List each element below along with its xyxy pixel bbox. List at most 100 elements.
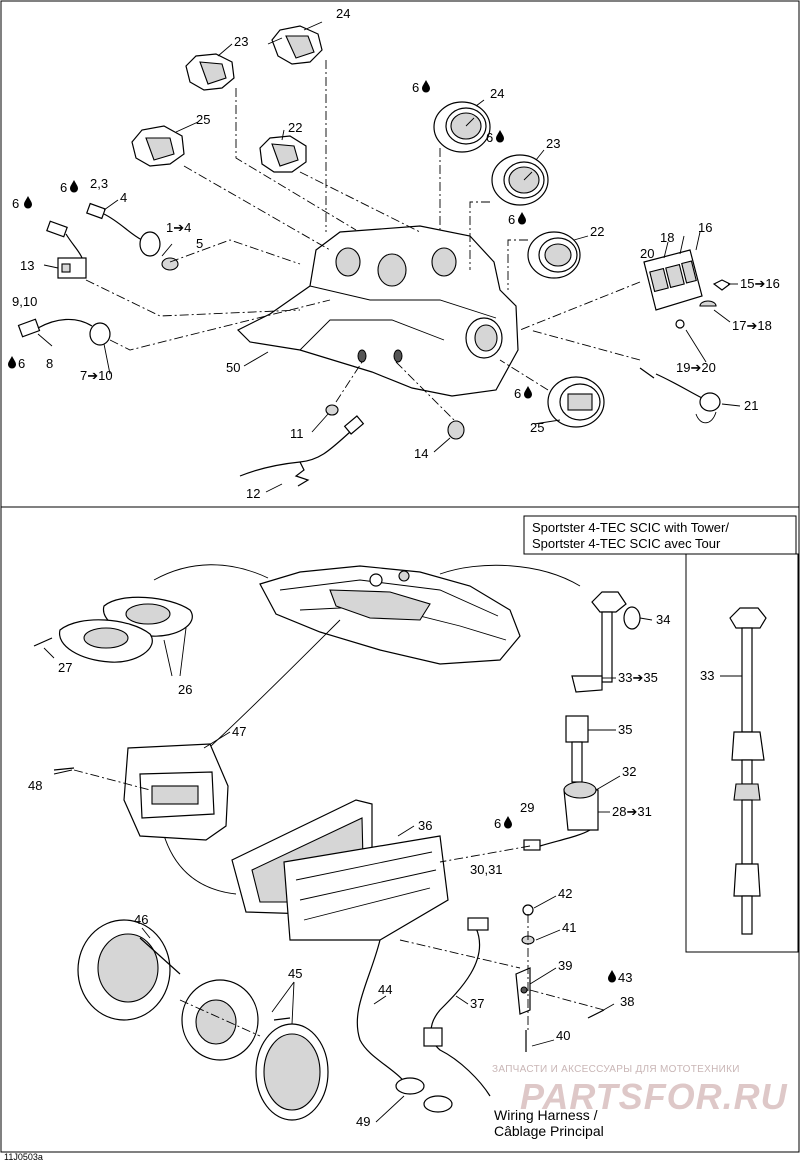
gauge-24 [433,101,491,153]
leader-44 [373,995,387,1005]
watermark-tagline: ЗАПЧАСТИ И АКСЕССУАРЫ ДЛЯ МОТОТЕХНИКИ [492,1064,740,1075]
callout-25: 25 [196,112,210,127]
leader-36 [397,825,415,837]
callout-9-10: 9,10 [12,294,37,309]
callout-17-18: 17➔18 [732,318,772,333]
light-socket [523,781,599,851]
oil-drop-icon [504,816,512,829]
callout-24: 24 [490,86,504,101]
gauge-25 [547,376,605,428]
callout-2-3: 2,3 [90,176,108,191]
callout-38: 38 [620,994,634,1009]
callout-30-31: 30,31 [470,862,503,877]
leader-32 [595,775,621,791]
callout-6: 6 [494,816,501,831]
callout-12: 12 [246,486,260,501]
stereo-36 [231,799,449,941]
leader-41 [535,929,561,941]
callout-50: 50 [226,360,240,375]
watercraft-hull [259,565,521,665]
speaker-45 [181,979,329,1121]
callout-48: 48 [28,778,42,793]
callout-21: 21 [744,398,758,413]
leader-48 [53,769,73,775]
callout-6: 6 [18,356,25,371]
callout-35: 35 [618,722,632,737]
screw-48 [53,767,75,771]
callout-45: 45 [288,966,302,981]
harness-44 [356,939,411,1091]
oil-drop-icon [8,356,16,369]
guide-arrow [153,564,269,581]
guide-line [395,361,457,423]
watermark-logo: PARTSFOR.RU [520,1076,788,1117]
callout-47: 47 [232,724,246,739]
callout-29: 29 [520,800,534,815]
callout-46: 46 [134,912,148,927]
callout-44: 44 [378,982,392,997]
leader-42 [533,895,557,909]
oil-drop-icon [518,212,526,225]
leader-49 [375,1095,405,1123]
gauge-23 [491,154,549,206]
console-50 [236,225,519,397]
guide-line [439,845,531,863]
leader-27 [43,647,55,659]
guide-line [169,239,301,265]
inset-title-line-1: Sportster 4-TEC SCIC with Tower/ [532,520,729,535]
harness-37 [430,927,491,1097]
callout-6: 6 [412,80,419,95]
callout-33-35: 33➔35 [618,670,658,685]
oil-drop-icon [70,180,78,193]
callout-15-16: 15➔16 [740,276,780,291]
callout-40: 40 [556,1028,570,1043]
switch-panel [643,249,732,329]
callout-28-31: 28➔31 [612,804,652,819]
bezel-22 [259,135,307,173]
callout-24: 24 [336,6,350,21]
tower-inset-title-box [523,515,797,555]
callout-33: 33 [700,668,714,683]
connector-37-end [423,1027,443,1047]
harness-label-line-1: Wiring Harness / [494,1107,598,1123]
callout-42: 42 [558,886,572,901]
guide-arrow [439,564,581,587]
guide-line [235,88,357,231]
callout-16: 16 [698,220,712,235]
callout-34: 34 [656,612,670,627]
callout-1-4: 1➔4 [166,220,191,235]
callout-11: 11 [290,426,304,441]
callout-5: 5 [196,236,203,251]
sensor-2-3 [86,202,179,271]
callout-6: 6 [12,196,19,211]
guide-line [519,281,641,331]
leader-lines-top [37,21,741,493]
guide-line [73,769,151,791]
guide-line [183,165,331,251]
callout-18: 18 [660,230,674,245]
callout-22: 22 [288,120,302,135]
guide-line [529,329,641,361]
callout-6: 6 [514,386,521,401]
leader-37 [455,995,469,1005]
callout-19-20: 19➔20 [676,360,716,375]
tether-cord [239,404,465,487]
callout-32: 32 [622,764,636,779]
callout-22: 22 [590,224,604,239]
inset-title-line-2: Sportster 4-TEC SCIC avec Tour [532,536,721,551]
callout-7-10: 7➔10 [80,368,113,383]
guide-line [85,279,301,317]
callout-23: 23 [234,34,248,49]
callout-4: 4 [120,190,127,205]
callout-49: 49 [356,1114,370,1129]
leader-26 [163,627,187,677]
leader-46 [141,927,151,939]
guide-line [179,999,261,1037]
guide-line [529,989,605,1011]
fuse-holder-21 [639,367,721,424]
leader-34 [639,617,653,621]
oil-drop-icon [24,196,32,209]
harness-label-line-2: Câblage Principal [494,1123,604,1139]
leader-40 [531,1039,555,1047]
